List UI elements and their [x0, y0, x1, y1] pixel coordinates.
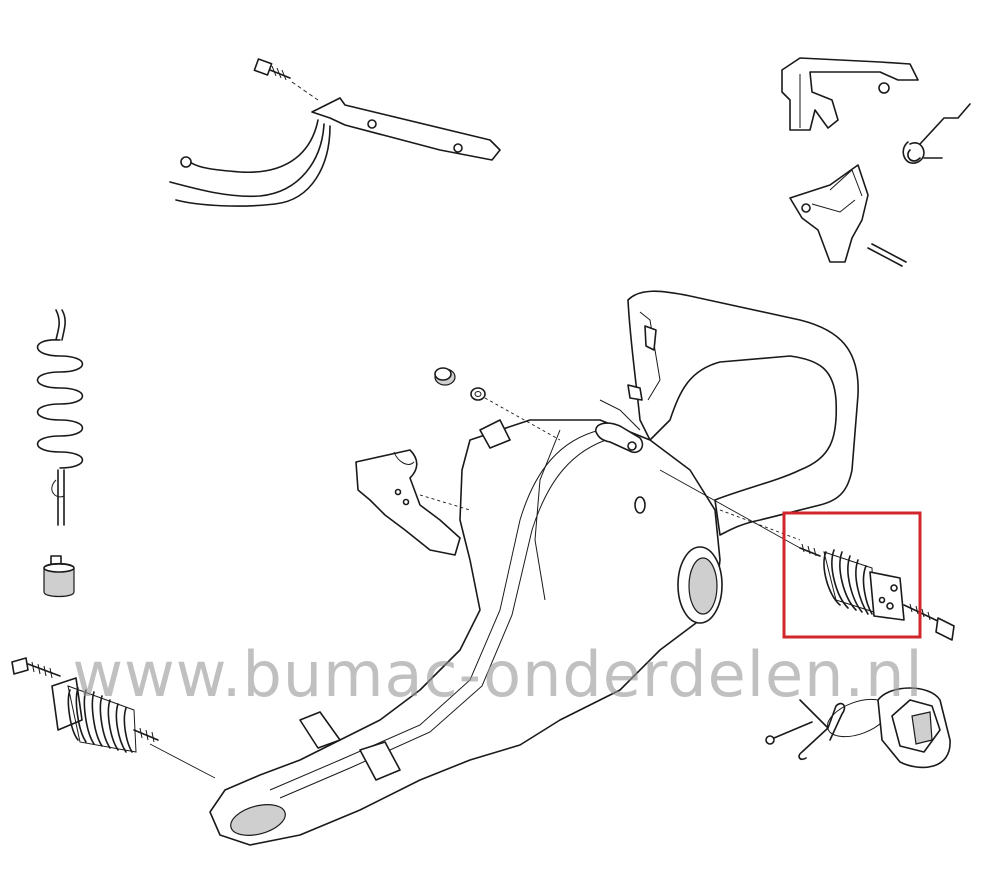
handle-housing — [209, 290, 859, 846]
cable-wire — [189, 119, 319, 173]
front-damper-spring — [799, 543, 955, 641]
fuel-cap — [877, 687, 951, 769]
throttle-lever — [781, 57, 919, 131]
buffer-washer — [470, 387, 486, 401]
damper-plate — [869, 571, 905, 621]
fuel-hose — [36, 309, 84, 526]
fuel-cap-retainer — [765, 699, 846, 761]
chain-guard-bracket — [355, 449, 461, 556]
grip-hole — [230, 804, 286, 836]
rubber-buffer — [434, 367, 456, 386]
bracket-plate — [311, 97, 501, 161]
bracket-screw — [253, 58, 291, 81]
torsion-spring — [902, 103, 971, 164]
fuel-filter — [43, 555, 75, 598]
throttle-trigger — [789, 164, 869, 263]
highlight-box — [782, 511, 922, 639]
bracket-with-cable — [169, 58, 501, 207]
trigger-pin — [867, 247, 903, 267]
rear-damper-spring — [11, 657, 216, 779]
